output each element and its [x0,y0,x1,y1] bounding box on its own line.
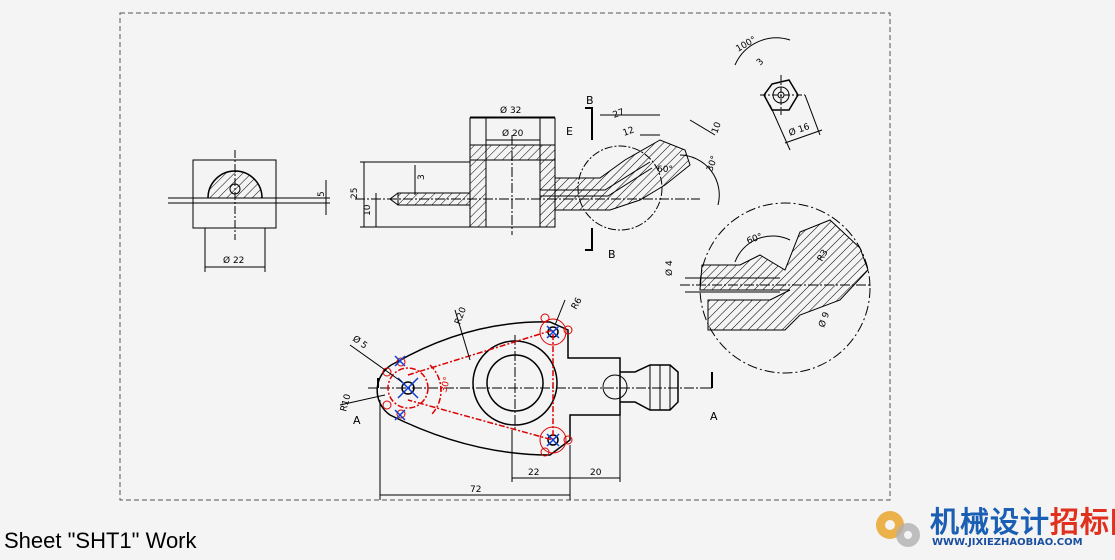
dim-d20: Ø 20 [502,128,524,139]
dim-d5: Ø 5 [350,333,369,351]
dim-12: 12 [622,126,636,139]
dim-22: 22 [528,468,539,478]
dim-d22: Ø 22 [223,255,244,266]
nut-detail-view [734,37,823,151]
front-section-view [355,107,720,251]
dim-60-angle-b: 60° [746,232,764,247]
watermark: 机械设计招标网 WWW.JIXIEZHAOBIAO.COM [868,497,1115,560]
dim-10b: 10 [710,121,723,135]
section-label-a-right: A [710,410,718,423]
dim-30-angle: 30° [705,155,720,173]
dim-d9: Ø 9 [816,310,832,329]
dim-d32: Ø 32 [500,105,521,116]
dim-r10: R10 [339,393,353,413]
top-view [368,321,713,456]
top-view-dimensions [339,299,621,500]
section-label-a-left: A [353,414,361,427]
watermark-cn-text: 机械设计招标网 [930,505,1115,539]
section-label-b-bottom: B [608,248,616,261]
dim-100-angle: 100° [735,35,759,55]
side-view [168,150,330,272]
construction-circles [382,313,573,457]
dim-10: 10 [363,204,373,216]
dim-20: 20 [590,468,602,478]
dim-d4: Ø 4 [664,260,675,276]
dim-60-angle: 60° [657,165,673,175]
sheet-label: Sheet "SHT1" Work [4,528,197,553]
sheet-border [119,12,891,501]
dim-r20: R20 [453,306,469,326]
gear-logo-icon [876,511,920,547]
dim-r6: R6 [570,296,585,312]
dim-72: 72 [470,485,481,495]
dim-25: 25 [350,188,360,199]
dim-27: 27 [612,108,626,121]
construction-lines [387,328,554,441]
watermark-en-text: WWW.JIXIEZHAOBIAO.COM [932,537,1083,548]
dim-d16: Ø 16 [787,121,811,139]
dim-3b: 3 [755,57,766,68]
section-label-b: B [586,94,594,107]
dim-30-angle-red: 30° [439,376,453,394]
dim-3: 3 [417,174,427,180]
section-b-detail-view [680,202,871,374]
dim-5: 5 [317,191,327,197]
view-label-e: E [566,125,573,138]
